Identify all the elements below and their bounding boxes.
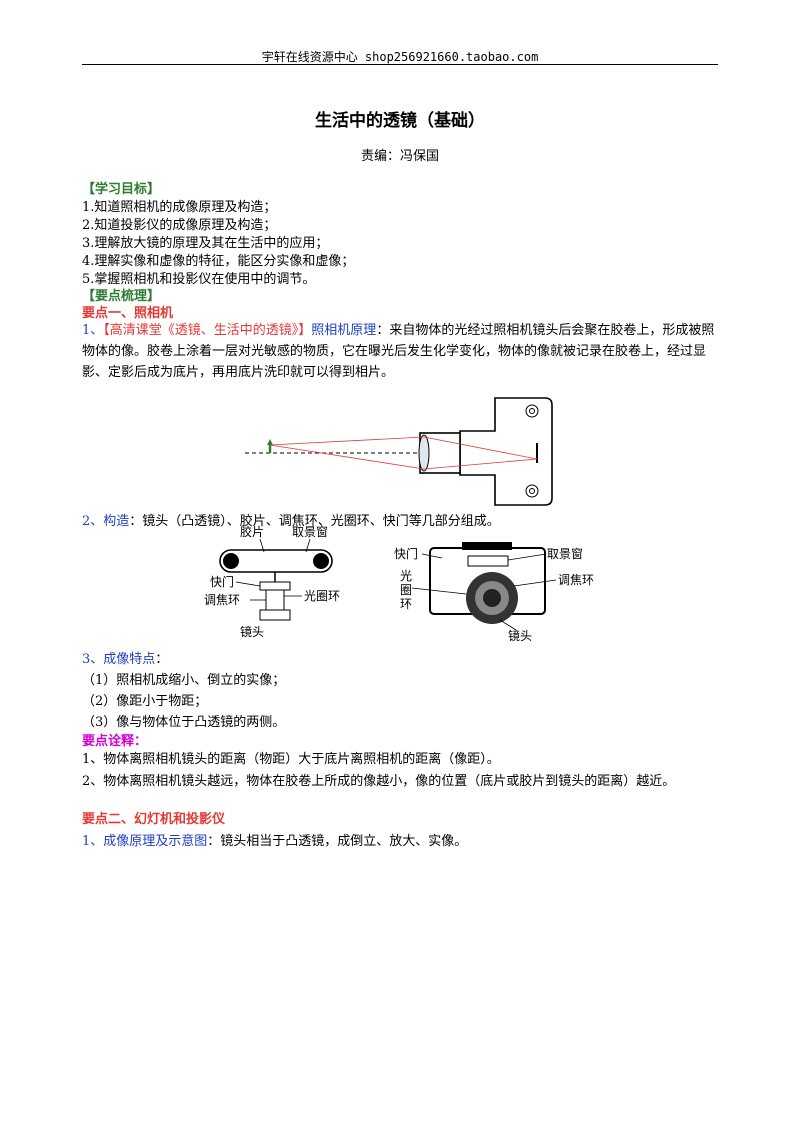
goal-item-3: 3.理解放大镜的原理及其在生活中的应用； bbox=[82, 236, 329, 251]
camera-structure-schematic: 胶片 取景窗 快门 调焦环 光圈环 镜头 bbox=[204, 524, 340, 639]
shutter-block bbox=[259, 581, 291, 591]
projector-principle-label: 1、成像原理及示意图 bbox=[82, 834, 208, 849]
feature-item-3: （3）像与物体位于凸透镜的两侧。 bbox=[82, 715, 286, 730]
goal-item-2: 2.知道投影仪的成像原理及构造； bbox=[82, 218, 277, 233]
structure-label: 2、构造 bbox=[82, 514, 130, 529]
camera-principle-text: ：来自物体的光经过照相机镜头后会聚在胶卷上，形成被照物体的像。胶卷上涂着一层对光… bbox=[82, 323, 715, 380]
summary-heading: 【要点梳理】 bbox=[82, 289, 161, 304]
knob-top bbox=[525, 404, 539, 418]
point1-p1-number: 1、 bbox=[82, 323, 104, 338]
label-focus-right: 调焦环 bbox=[558, 573, 594, 587]
camera-photo-illustration: 快门 光 圈 环 取景窗 调焦环 镜头 bbox=[394, 542, 594, 643]
feature-item-1: （1）照相机成缩小、倒立的实像； bbox=[82, 673, 286, 688]
label-aperture: 光圈环 bbox=[304, 589, 340, 603]
projector-principle-text: ：镜头相当于凸透镜，成倒立、放大、实像。 bbox=[207, 834, 468, 849]
camera-top-plate bbox=[462, 542, 512, 550]
label-aperture-char3: 环 bbox=[400, 597, 412, 611]
note-item-1: 1、物体离照相机镜头的距离（物距）大于底片离照相机的距离（像距）。 bbox=[82, 752, 500, 767]
video-lesson-link[interactable]: 【高清课堂《透镜、生活中的透镜》】 bbox=[103, 323, 312, 338]
page-header: 宇轩在线资源中心 shop256921660.taobao.com bbox=[261, 50, 539, 64]
goals-heading: 【学习目标】 bbox=[82, 182, 161, 197]
camera-ray-diagram bbox=[245, 397, 553, 506]
lens-block bbox=[259, 609, 291, 621]
goal-item-1: 1.知道照相机的成像原理及构造； bbox=[82, 200, 277, 215]
camera-principle-label: 照相机原理 bbox=[311, 323, 377, 338]
label-shutter-right: 快门 bbox=[394, 546, 418, 561]
header-divider bbox=[82, 64, 718, 65]
ray-bottom-in bbox=[269, 444, 425, 470]
film-spool-left bbox=[223, 553, 239, 569]
goal-item-5: 5.掌握照相机和投影仪在使用中的调节。 bbox=[82, 272, 316, 287]
structure-text: ：镜头（凸透镜）、胶片、调焦环、光圈环、快门等几部分组成。 bbox=[129, 514, 500, 529]
projector-principle-line: 1、成像原理及示意图：镜头相当于凸透镜，成倒立、放大、实像。 bbox=[82, 830, 467, 849]
label-shutter: 快门 bbox=[210, 574, 234, 589]
knob-bottom bbox=[525, 484, 539, 498]
imaging-features-label: 3、成像特点 bbox=[82, 652, 156, 667]
notes-heading: 要点诠释： bbox=[82, 734, 148, 749]
label-viewfinder: 取景窗 bbox=[292, 525, 328, 539]
label-lens: 镜头 bbox=[240, 624, 264, 639]
film-spool-right bbox=[313, 553, 329, 569]
author-line: 责编：冯保国 bbox=[360, 149, 439, 164]
goal-item-4: 4.理解实像和虚像的特征，能区分实像和虚像； bbox=[82, 254, 355, 269]
label-aperture-char2: 圈 bbox=[400, 583, 412, 597]
structure-line: 2、构造：镜头（凸透镜）、胶片、调焦环、光圈环、快门等几部分组成。 bbox=[82, 510, 500, 529]
ray-top-out bbox=[423, 436, 538, 460]
point2-heading: 要点二、幻灯机和投影仪 bbox=[82, 812, 226, 827]
label-film: 胶片 bbox=[240, 524, 264, 539]
camera-principle-paragraph: 1、【高清课堂《透镜、生活中的透镜》】照相机原理：来自物体的光经过照相机镜头后会… bbox=[82, 320, 722, 383]
viewfinder-window bbox=[467, 555, 509, 567]
point1-heading: 要点一、照相机 bbox=[82, 306, 174, 321]
film-housing bbox=[219, 549, 333, 573]
document-title: 生活中的透镜（基础） bbox=[315, 111, 485, 131]
feature-item-2: （2）像距小于物距； bbox=[82, 694, 208, 709]
label-lens-right: 镜头 bbox=[508, 628, 532, 643]
imaging-features-colon: ： bbox=[155, 652, 169, 667]
convex-lens bbox=[418, 434, 430, 472]
label-focus: 调焦环 bbox=[204, 593, 240, 607]
camera-body bbox=[459, 397, 553, 506]
ray-top-in bbox=[269, 436, 425, 446]
ray-bottom-out bbox=[423, 458, 538, 470]
lens-glass bbox=[483, 589, 501, 607]
imaging-features-heading: 3、成像特点： bbox=[82, 648, 168, 667]
focus-block bbox=[265, 589, 285, 611]
label-aperture-char1: 光 bbox=[400, 569, 412, 583]
note-item-2: 2、物体离照相机镜头越远，物体在胶卷上所成的像越小，像的位置（底片或胶片到镜头的… bbox=[82, 774, 676, 789]
label-viewfinder-right: 取景窗 bbox=[547, 547, 583, 561]
